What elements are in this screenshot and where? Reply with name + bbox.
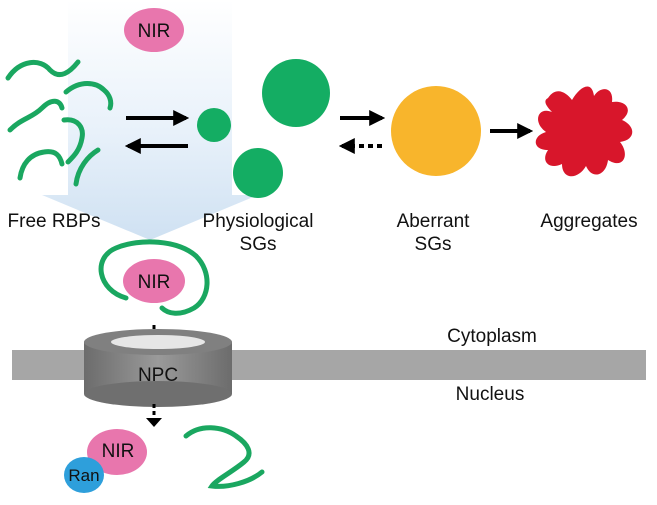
rbp-strand-4 [61,117,85,165]
physiological-sg-medium [233,148,283,198]
ran-label: Ran [68,466,99,485]
nir-middle-label: NIR [138,272,171,293]
nir-top-blob [124,8,184,52]
aberrant-sg [391,86,481,176]
nir-bottom-label: NIR [102,441,135,462]
npc-label: NPC [138,365,178,386]
physiological-sg-small [197,108,231,142]
aberrant-label-line2: SGs [415,234,452,255]
aggregate-blob [535,86,633,177]
ran-blob [64,457,104,493]
rbp-strand-3 [7,98,65,133]
npc-to-nucleus-arrowhead [146,418,162,427]
aggregates-label: Aggregates [540,211,637,232]
rbp-strand-6 [73,147,101,187]
cytoplasm-label: Cytoplasm [447,326,537,347]
physiological-sg-large [262,59,330,127]
rbp-wrapped-around-nir [98,239,210,316]
physiological-label-line2: SGs [240,234,277,255]
aberrant-label-line1: Aberrant [397,211,471,232]
npc-channel [84,329,232,407]
rbp-strand-5 [17,149,65,181]
free-rbp-strands [5,59,114,187]
nir-top-label: NIR [138,21,171,42]
rbp-strand-2 [63,81,114,111]
nir-bottom-blob [87,429,147,475]
physiological-label-line1: Physiological [203,211,314,232]
nir-middle-blob [123,259,185,303]
nuclear-rbp-strand [183,425,265,489]
nucleus-label: Nucleus [456,384,525,405]
rbp-strand-1 [5,59,81,81]
free-rbps-label: Free RBPs [8,211,101,232]
